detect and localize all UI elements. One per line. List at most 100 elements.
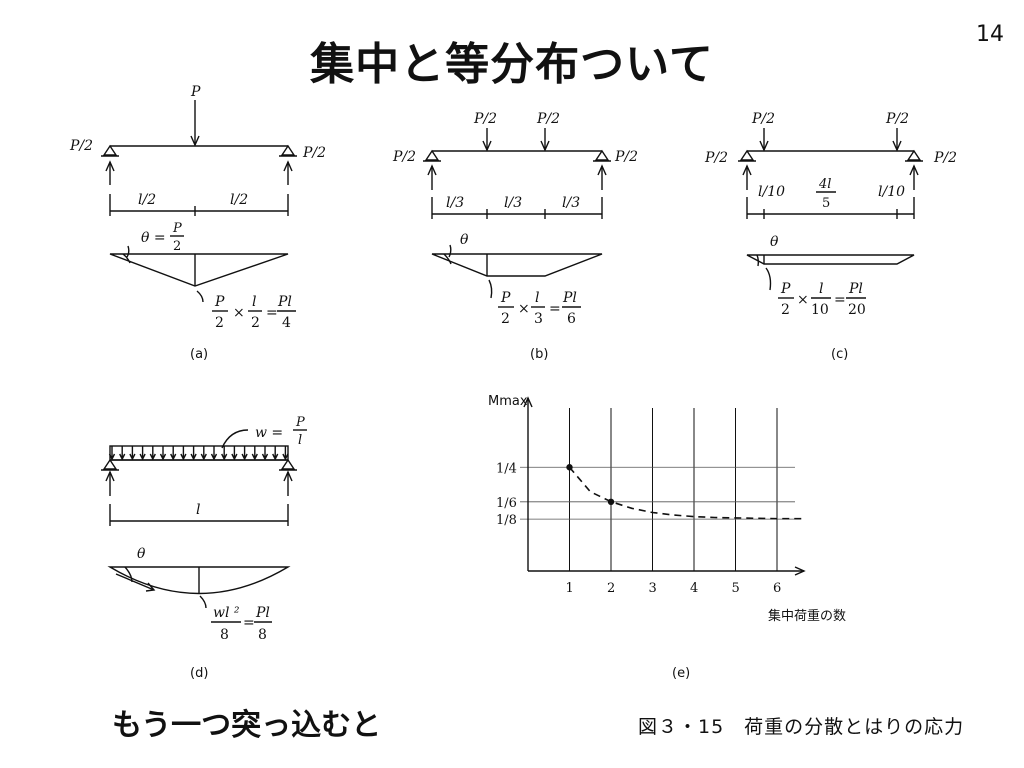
- reaction-label-right-c: P/2: [933, 150, 957, 166]
- x-tick-label: 5: [732, 581, 740, 596]
- load-label-c-1: P/2: [751, 111, 775, 127]
- moment-diagram-a: [109, 253, 289, 287]
- udl-arrow: [210, 446, 218, 461]
- moment-diagram-b: [431, 253, 603, 277]
- chart-grid: [520, 408, 795, 571]
- load-label-c-2: P/2: [885, 111, 909, 127]
- svg-text:4: 4: [282, 315, 291, 331]
- udl-arrow: [159, 446, 167, 461]
- udl-arrow: [170, 446, 177, 461]
- caption-a: (a): [190, 347, 208, 362]
- udl-arrow: [251, 446, 258, 461]
- udl-arrow: [180, 446, 187, 461]
- reaction-arrowhead-left-a: [105, 160, 115, 172]
- support-left-b: [423, 149, 441, 162]
- x-axis-arrow: [794, 566, 806, 576]
- slide-title: 集中と等分布ついて: [310, 39, 714, 90]
- support-right-d: [279, 458, 297, 471]
- svg-text:8: 8: [220, 627, 229, 643]
- span-label-d: l: [196, 502, 200, 518]
- caption-b: (b): [530, 347, 548, 362]
- load-num-d: P: [295, 415, 305, 430]
- udl-arrow: [149, 446, 156, 461]
- svg-text:10: 10: [811, 302, 829, 318]
- moment-formula-d: wl ² 8 = Pl 8: [211, 605, 272, 643]
- footer-left-text: もう一つ突っ込むと: [112, 708, 382, 743]
- udl-arrow: [119, 446, 126, 461]
- theta-arc-a: [122, 253, 131, 264]
- y-tick-label: 1/8: [496, 513, 517, 528]
- udl-arrow: [190, 446, 197, 461]
- svg-text:=: =: [549, 301, 561, 317]
- support-right-c: [905, 149, 923, 162]
- svg-text:2: 2: [501, 311, 510, 327]
- caption-e: (e): [672, 666, 690, 681]
- moment-diagram-d: [107, 566, 291, 595]
- support-right-b: [593, 149, 611, 162]
- svg-text:2: 2: [781, 302, 790, 318]
- svg-text:Pl: Pl: [562, 290, 577, 306]
- y-axis-label: Mmax: [488, 394, 528, 409]
- svg-text:20: 20: [848, 302, 866, 318]
- svg-text:Pl: Pl: [255, 605, 270, 621]
- theta-label-d: θ: [137, 546, 146, 562]
- load-arrowhead-a: [190, 135, 200, 147]
- support-left-a: [101, 144, 119, 157]
- y-tick-label: 1/4: [496, 461, 517, 476]
- panel-a: P P/2 P/2 l/2 l/2 θ = P 2 P 2 × l 2: [69, 84, 326, 362]
- theta-label-b: θ: [460, 232, 469, 248]
- x-tick-label: 2: [607, 581, 615, 596]
- theta-arc-c: [756, 254, 760, 267]
- udl-arrow: [261, 446, 269, 461]
- moment-diagram-c: [746, 254, 915, 265]
- svg-text:=: =: [243, 615, 255, 631]
- svg-text:×: ×: [518, 301, 530, 317]
- theta-num-a: P: [172, 221, 182, 236]
- udl-arrow: [272, 446, 279, 461]
- svg-text:2: 2: [251, 315, 260, 331]
- svg-text:P: P: [500, 290, 511, 306]
- udl-arrow: [231, 446, 238, 461]
- svg-text:P: P: [780, 281, 791, 297]
- svg-text:2: 2: [215, 315, 224, 331]
- svg-text:×: ×: [797, 292, 809, 308]
- udl-arrow: [241, 446, 248, 461]
- theta-label-a: θ =: [141, 230, 166, 246]
- dimension-line-a: [109, 194, 289, 216]
- data-point: [566, 464, 573, 471]
- distributed-load-ticks: [108, 446, 289, 461]
- support-right-a: [279, 144, 297, 157]
- x-tick-label: 1: [566, 581, 574, 596]
- moment-formula-c: P 2 × l 10 = Pl 20: [778, 281, 866, 318]
- span-label-b-1: l/3: [446, 195, 464, 211]
- data-point: [607, 498, 615, 506]
- span-label-b-3: l/3: [562, 195, 580, 211]
- load-den-d: l: [298, 433, 302, 448]
- udl-arrow: [221, 446, 228, 461]
- span-label-a-1: l/2: [138, 192, 156, 208]
- span-label-b-2: l/3: [504, 195, 522, 211]
- moment-formula-a: P 2 × l 2 = Pl 4: [212, 294, 296, 331]
- caption-c: (c): [831, 347, 848, 362]
- y-axis-arrow: [523, 396, 533, 408]
- reaction-label-left-c: P/2: [704, 150, 728, 166]
- svg-text:Pl: Pl: [848, 281, 863, 297]
- x-tick-label: 6: [773, 581, 781, 596]
- span-label-c-1: l/10: [758, 184, 785, 200]
- span-label-c-2-num: 4l: [818, 177, 831, 192]
- moment-formula-b: P 2 × l 3 = Pl 6: [498, 290, 581, 327]
- span-label-a-2: l/2: [230, 192, 248, 208]
- theta-arc-b: [443, 253, 452, 265]
- dimension-line-c: [746, 197, 915, 219]
- svg-text:8: 8: [258, 627, 267, 643]
- udl-arrow: [139, 446, 146, 461]
- load-label-d: w =: [255, 425, 283, 441]
- dimension-line-b: [431, 197, 603, 219]
- y-tick-label: 1/6: [496, 496, 517, 511]
- x-tick-label: 4: [690, 581, 698, 596]
- chart-markers: [566, 464, 615, 506]
- load-label-a: P: [190, 84, 201, 100]
